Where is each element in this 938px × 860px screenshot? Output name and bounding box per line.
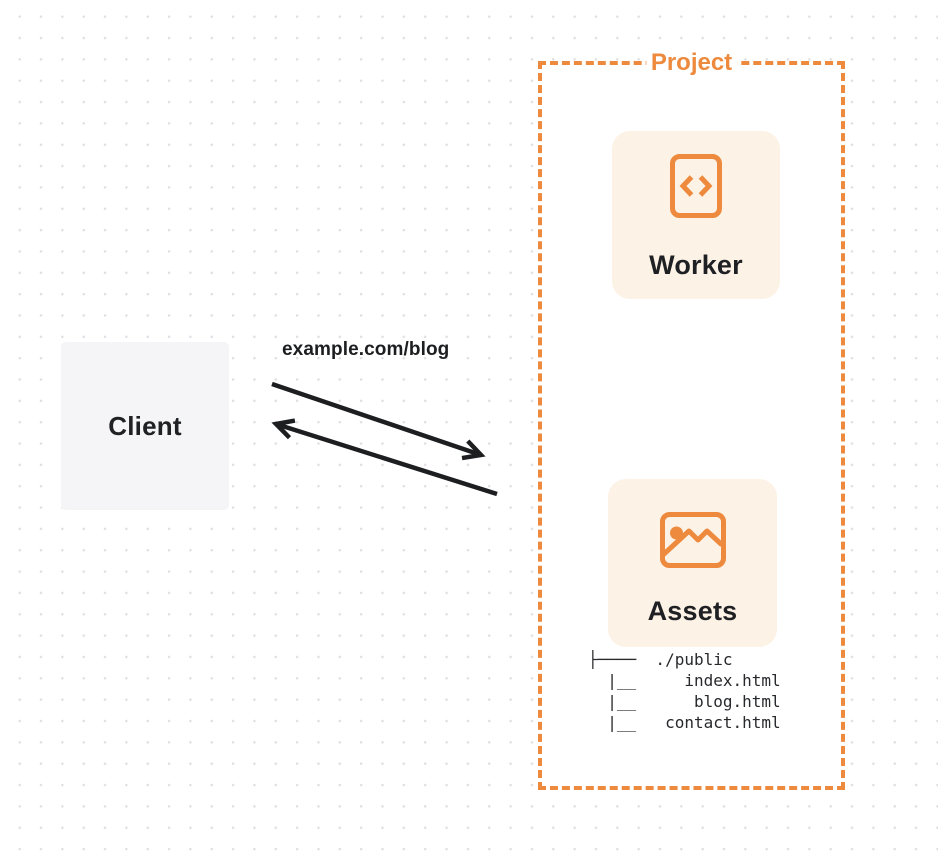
arrow-right-icon — [271, 381, 486, 461]
worker-node: Worker — [612, 131, 780, 299]
image-icon — [659, 512, 726, 568]
assets-label: Assets — [647, 596, 738, 626]
request-response-arrows — [271, 381, 498, 497]
client-label: Client — [108, 410, 182, 441]
arrow-left-icon — [271, 418, 498, 497]
project-label: Project — [645, 48, 738, 78]
file-tree: ├──── ./public |__ index.html |__ blog.h… — [588, 650, 781, 732]
worker-label: Worker — [649, 250, 743, 280]
assets-node: Assets — [608, 479, 777, 647]
code-file-icon — [670, 154, 722, 218]
client-node: Client — [61, 342, 229, 510]
project-boundary: Project Worker Assets ├──── ./public |__… — [538, 48, 845, 790]
request-url-label: example.com/blog — [282, 339, 450, 360]
